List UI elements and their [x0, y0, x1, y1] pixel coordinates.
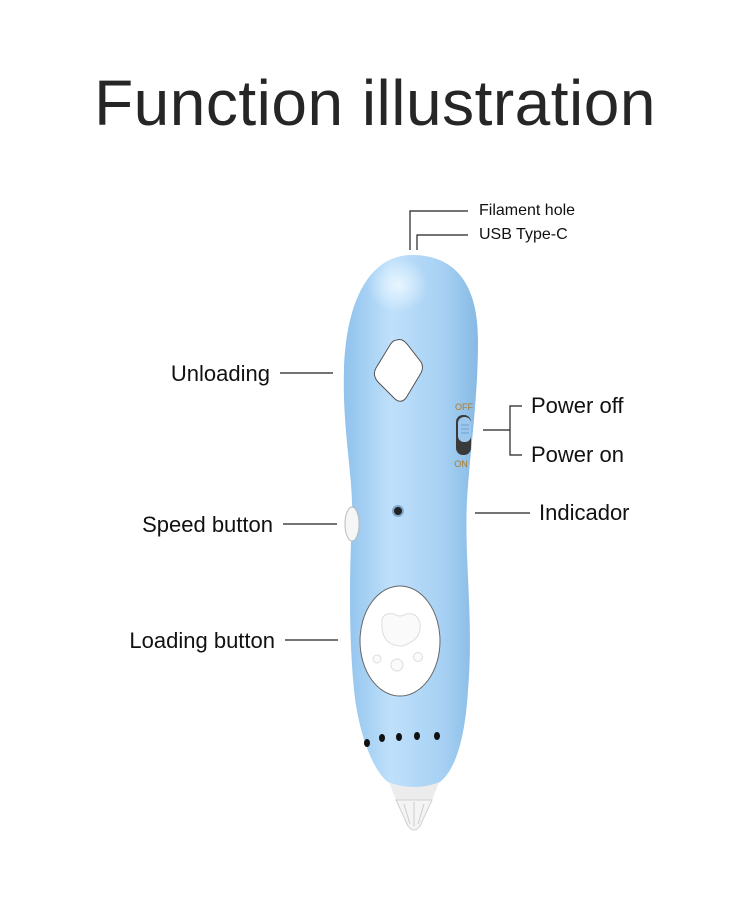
label-power-off: Power off [531, 393, 624, 418]
unloading-button[interactable] [373, 339, 423, 402]
switch-on-label: ON [454, 459, 468, 469]
label-speed-button: Speed button [142, 512, 273, 537]
label-loading-button: Loading button [129, 628, 275, 653]
power-switch[interactable]: OFF ON [454, 402, 473, 469]
pen-body [343, 255, 478, 787]
switch-off-label: OFF [455, 402, 473, 412]
nozzle [388, 780, 440, 831]
loading-button[interactable] [359, 585, 441, 697]
indicator-light [392, 505, 404, 517]
leader-lines [280, 210, 530, 641]
paw-icon [381, 613, 421, 647]
vents [364, 732, 440, 747]
label-unloading: Unloading [170, 361, 270, 386]
label-power-on: Power on [531, 442, 624, 467]
page-title: Function illustration [94, 67, 656, 139]
label-usb-type-c: USB Type-C [479, 226, 568, 243]
label-filament-hole: Filament hole [479, 202, 576, 219]
speed-button[interactable] [344, 506, 360, 542]
label-indicator: Indicador [539, 500, 630, 525]
